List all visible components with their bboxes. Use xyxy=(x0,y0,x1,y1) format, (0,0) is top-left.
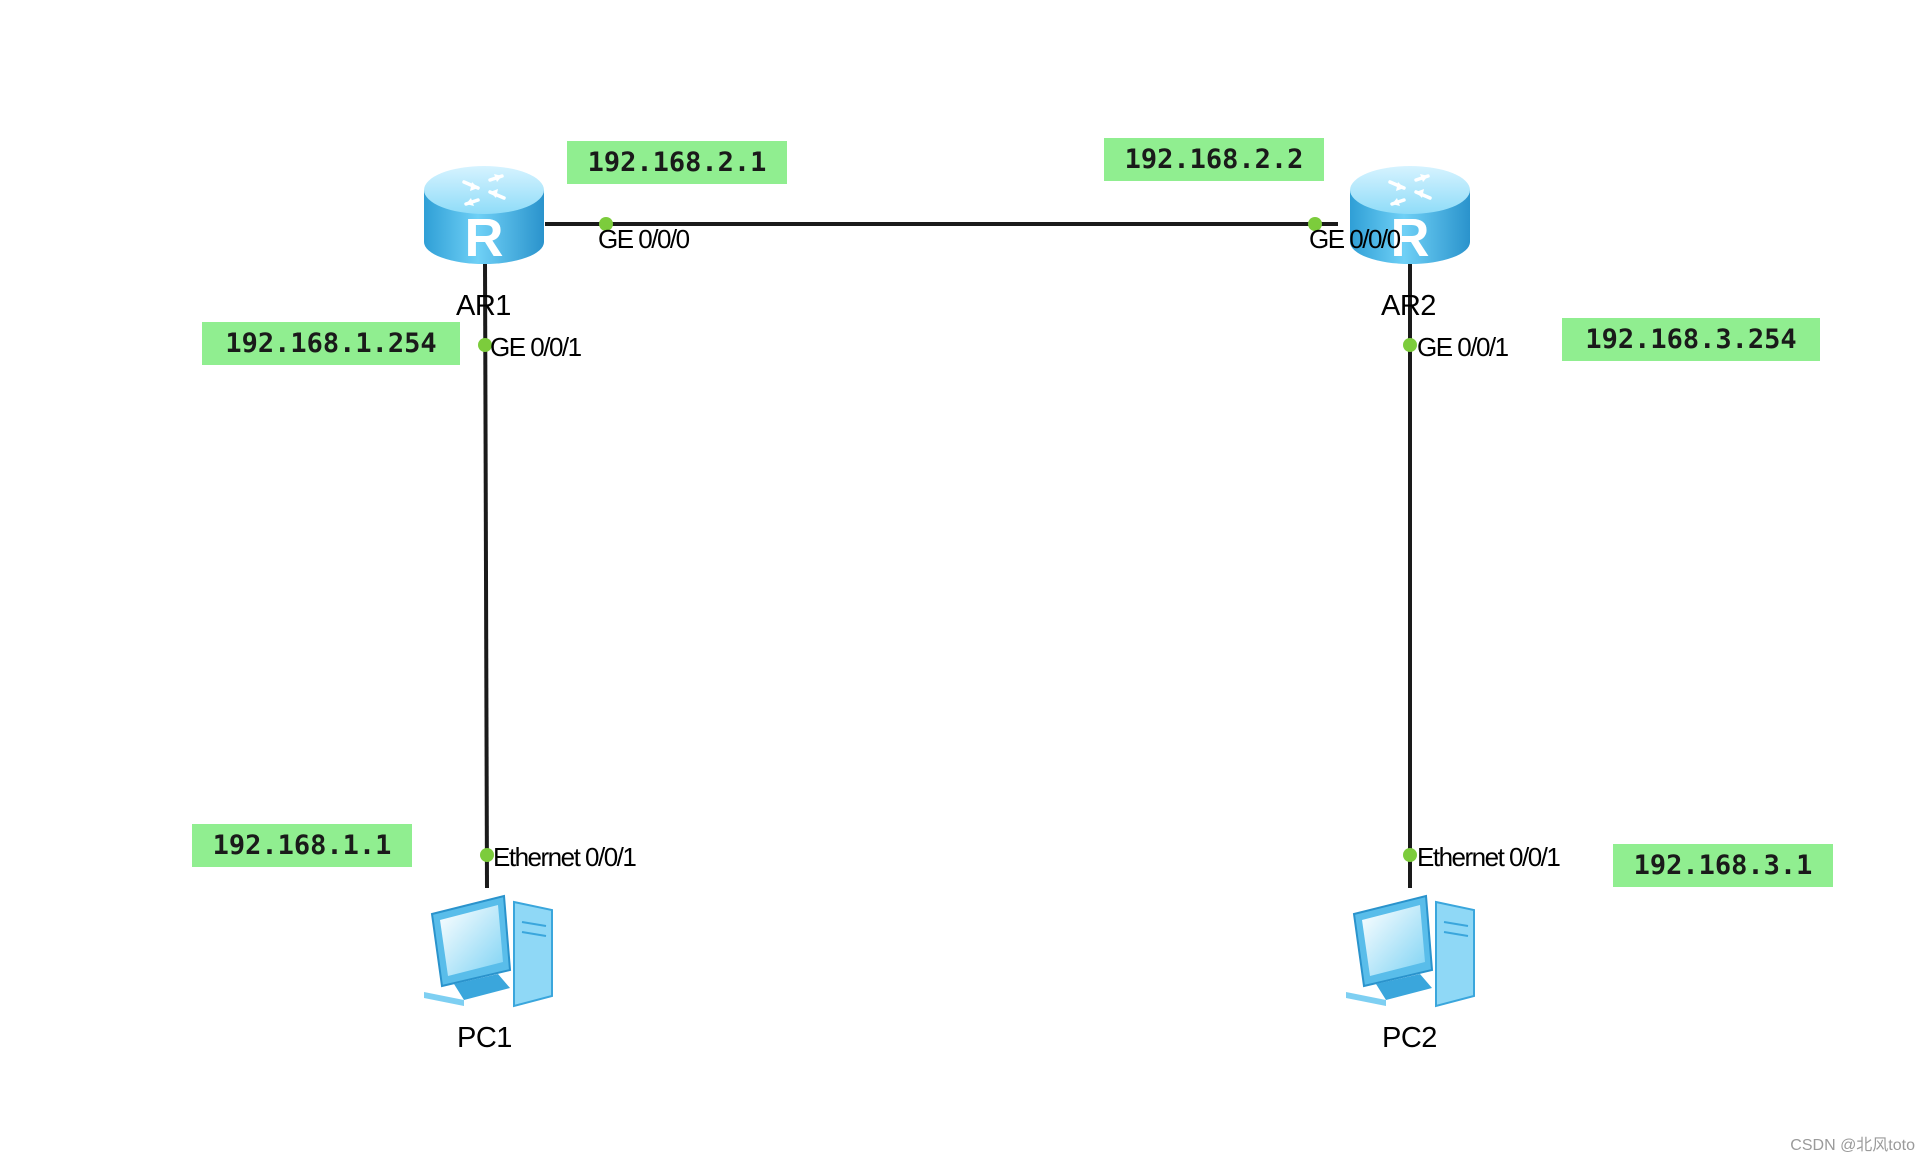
link-ar1-pc1[interactable] xyxy=(483,261,489,889)
router-icon[interactable]: R xyxy=(420,160,548,272)
port-dot-ar1-ge001[interactable] xyxy=(478,338,492,352)
port-dot-ar1-ge000[interactable] xyxy=(599,217,613,231)
ip-label-ar2-ge001: 192.168.3.254 xyxy=(1562,318,1820,361)
pc-icon[interactable] xyxy=(1340,884,1480,1016)
port-label-ar2-ge000: GE 0/0/0 xyxy=(1309,224,1401,254)
ip-label-pc2: 192.168.3.1 xyxy=(1613,844,1833,887)
port-dot-pc1-eth[interactable] xyxy=(480,848,494,862)
port-dot-ar2-ge000[interactable] xyxy=(1308,217,1322,231)
pc-icon[interactable] xyxy=(418,884,558,1016)
port-dot-pc2-eth[interactable] xyxy=(1403,848,1417,862)
device-name-pc2: PC2 xyxy=(1382,1022,1437,1054)
device-name-ar1: AR1 xyxy=(456,290,511,322)
port-label-ar1-ge001: GE 0/0/1 xyxy=(490,332,582,362)
device-name-pc1: PC1 xyxy=(457,1022,512,1054)
device-name-ar2: AR2 xyxy=(1381,290,1436,322)
ip-label-ar2-ge000: 192.168.2.2 xyxy=(1104,138,1324,181)
svg-text:R: R xyxy=(465,208,504,268)
ip-label-ar1-ge001: 192.168.1.254 xyxy=(202,322,460,365)
ip-label-pc1: 192.168.1.1 xyxy=(192,824,412,867)
port-dot-ar2-ge001[interactable] xyxy=(1403,338,1417,352)
router-icon[interactable]: R xyxy=(1346,160,1474,272)
ip-label-ar1-ge000: 192.168.2.1 xyxy=(567,141,787,184)
port-label-ar2-ge001: GE 0/0/1 xyxy=(1417,332,1509,362)
port-label-pc2-eth: Ethernet 0/0/1 xyxy=(1417,842,1561,872)
port-label-ar1-ge000: GE 0/0/0 xyxy=(598,224,690,254)
watermark-text: CSDN @北风toto xyxy=(1790,1137,1915,1154)
svg-text:R: R xyxy=(1391,208,1430,268)
port-label-pc1-eth: Ethernet 0/0/1 xyxy=(493,842,637,872)
